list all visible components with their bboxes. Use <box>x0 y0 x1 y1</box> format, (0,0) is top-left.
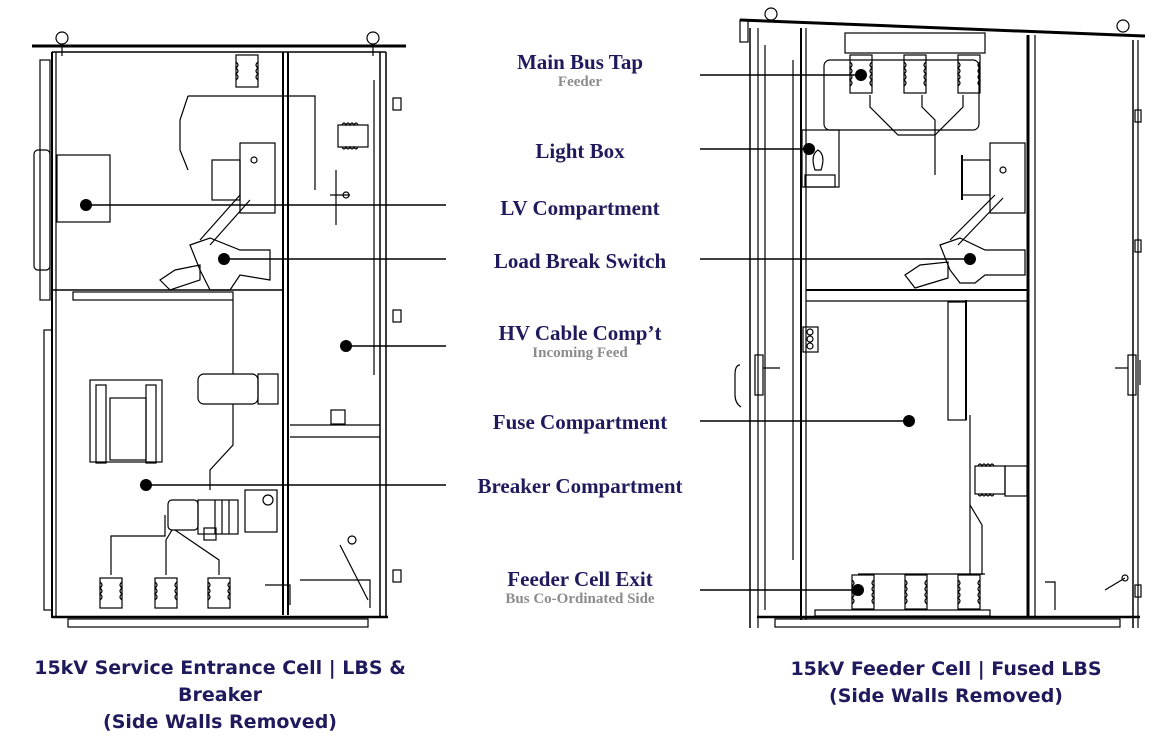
caption-service-entrance-cell: 15kV Service Entrance Cell | LBS & Break… <box>0 655 440 736</box>
label-light-box: Light Box <box>430 139 730 163</box>
label-breaker-compartment-text: Breaker Compartment <box>477 474 683 498</box>
label-fuse-compartment: Fuse Compartment <box>430 410 730 434</box>
switchgear-diagram: Main Bus Tap Feeder Light Box LV Compart… <box>32 7 1146 733</box>
label-feeder-cell-exit-text: Feeder Cell Exit <box>507 567 653 591</box>
feeder-cell-drawing <box>734 7 1146 628</box>
label-fuse-compartment-text: Fuse Compartment <box>492 410 668 434</box>
label-load-break-switch: Load Break Switch <box>430 249 730 273</box>
hv-cable-marker <box>340 340 352 352</box>
main-bus-tap-marker <box>855 69 867 81</box>
bus-tap-insulators <box>849 54 981 94</box>
label-feeder-cell-exit: Feeder Cell Exit Bus Co-Ordinated Side <box>430 567 730 608</box>
caption-right-line1: 15kV Feeder Cell | Fused LBS <box>790 658 1102 680</box>
caption-left-line2: (Side Walls Removed) <box>103 711 337 733</box>
label-hv-cable-compt-text: HV Cable Comp’t <box>498 321 662 345</box>
caption-right-line2: (Side Walls Removed) <box>829 685 1063 707</box>
lbs-left-marker <box>218 253 230 265</box>
leader-lines <box>80 69 976 596</box>
label-feeder-cell-exit-sub: Bus Co-Ordinated Side <box>505 591 655 607</box>
label-light-box-text: Light Box <box>535 139 625 163</box>
label-lv-compartment-text: LV Compartment <box>500 196 660 220</box>
lifting-eye-icon <box>764 7 778 21</box>
insulator-group <box>99 577 231 609</box>
label-main-bus-tap-text: Main Bus Tap <box>516 50 644 74</box>
feeder-exit-marker <box>852 584 864 596</box>
feeder-exit-insulators <box>851 574 981 610</box>
label-hv-cable-compt: HV Cable Comp’t Incoming Feed <box>430 321 730 362</box>
lv-compartment-marker <box>80 199 92 211</box>
label-load-break-switch-text: Load Break Switch <box>493 249 667 273</box>
label-breaker-compartment: Breaker Compartment <box>430 474 730 498</box>
label-main-bus-tap-sub: Feeder <box>557 74 603 90</box>
fuse-marker <box>903 415 915 427</box>
label-hv-cable-compt-sub: Incoming Feed <box>532 345 628 361</box>
breaker-marker <box>140 479 152 491</box>
service-entrance-cell-drawing <box>32 31 406 628</box>
lifting-eye-icon <box>1116 19 1130 33</box>
lbs-right-marker <box>964 253 976 265</box>
label-lv-compartment: LV Compartment <box>430 196 730 220</box>
caption-feeder-cell: 15kV Feeder Cell | Fused LBS (Side Walls… <box>760 656 1132 710</box>
light-box-marker <box>803 143 815 155</box>
label-main-bus-tap: Main Bus Tap Feeder <box>430 50 730 91</box>
caption-left-line1: 15kV Service Entrance Cell | LBS & Break… <box>34 657 406 706</box>
